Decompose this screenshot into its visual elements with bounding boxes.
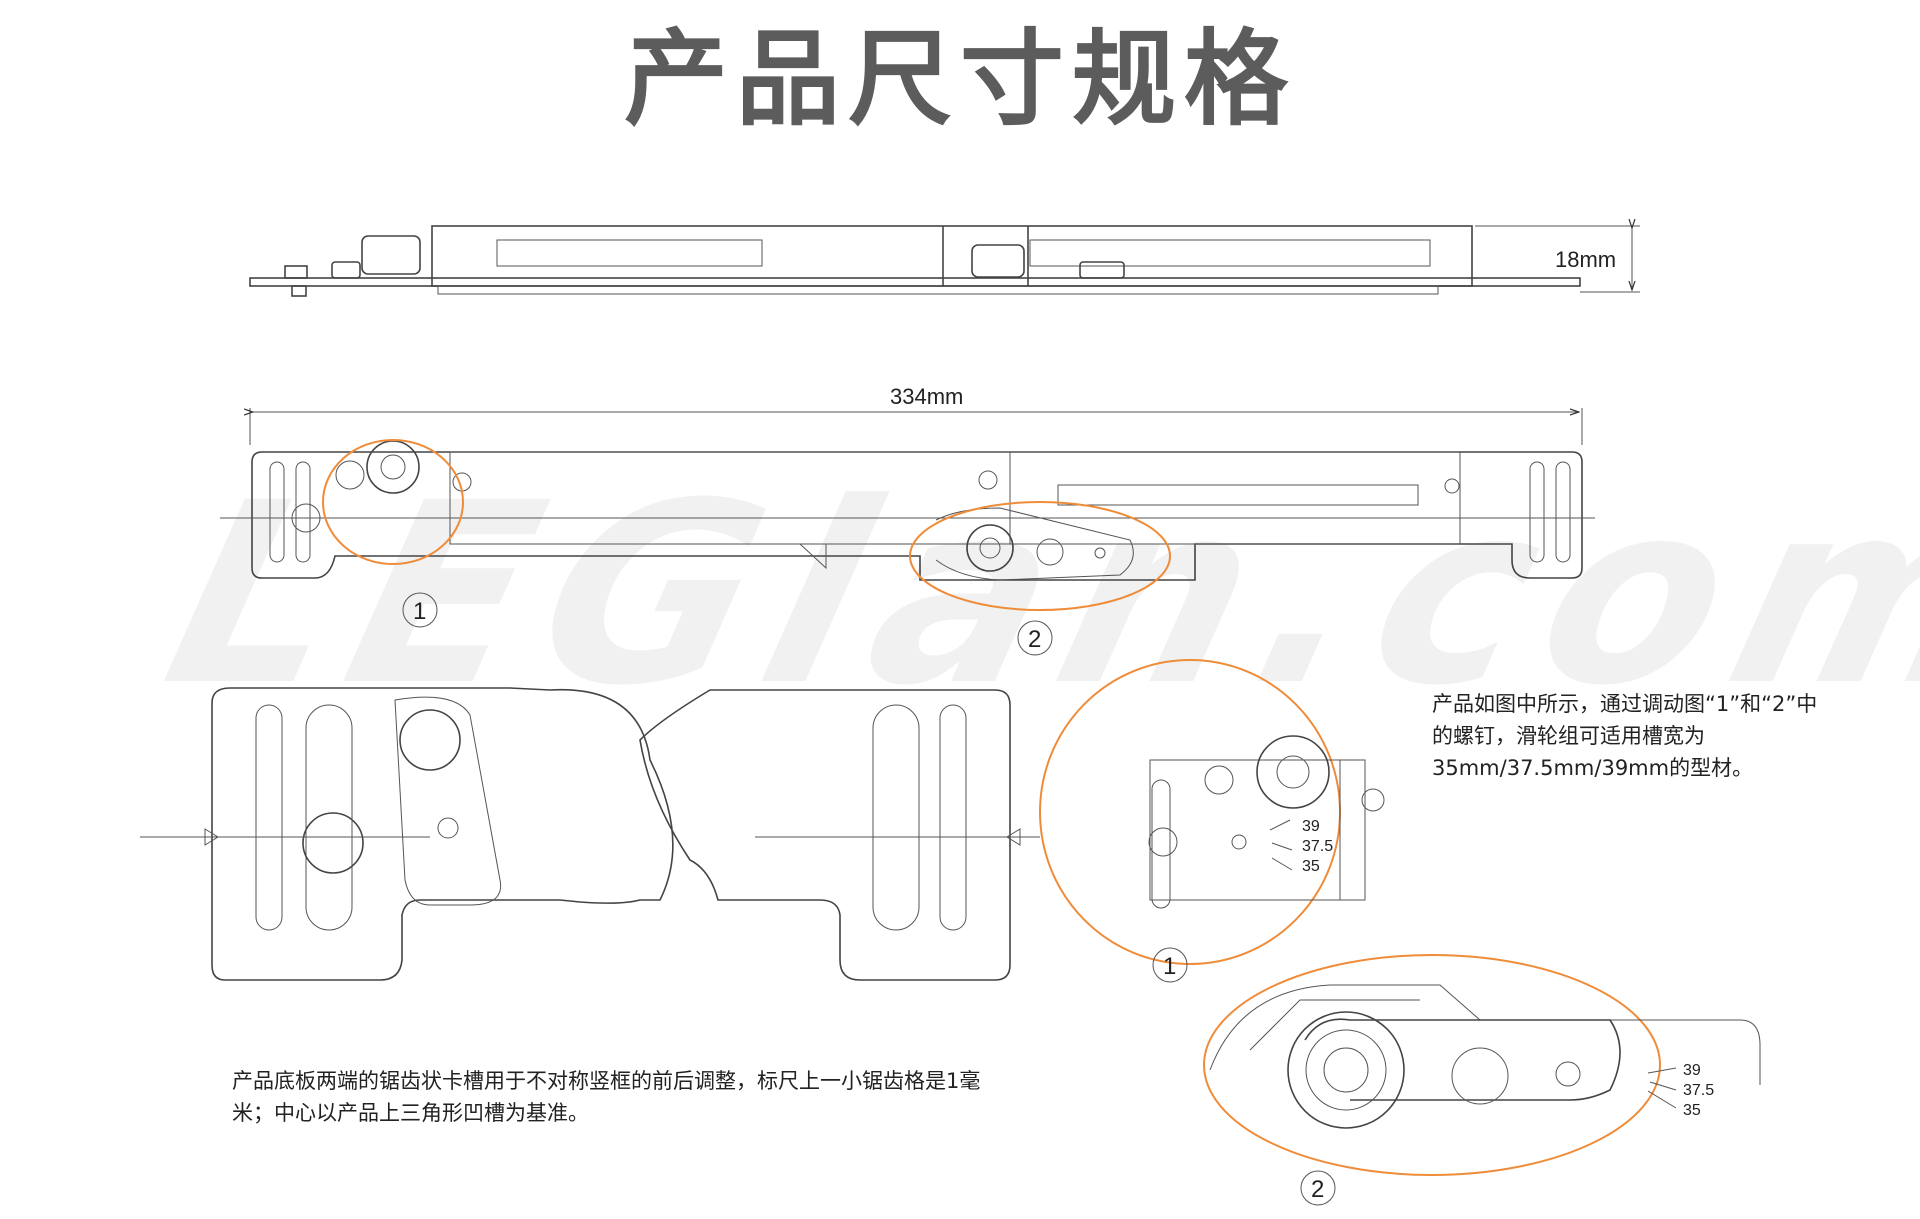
callout-1-top: 1	[413, 598, 426, 625]
zoom1-pos-35: 35	[1302, 858, 1320, 875]
zoom2-pos-35: 35	[1683, 1102, 1701, 1119]
sawtooth-slot-note: 产品底板两端的锯齿状卡槽用于不对称竖框的前后调整，标尺上一小锯齿格是1毫米；中心…	[232, 1069, 981, 1125]
callout-2-top: 2	[1028, 626, 1041, 653]
highlight-2	[909, 501, 1171, 611]
highlight-1	[322, 439, 464, 565]
callout-2-zoom: 2	[1311, 1176, 1324, 1203]
zoom2-pos-37-5: 37.5	[1683, 1082, 1714, 1099]
enlarged-detail	[140, 687, 1040, 981]
zoom-detail-2: 39 37.5 35 2	[1203, 954, 1761, 1206]
callout-1-zoom: 1	[1163, 953, 1176, 980]
adjustment-note: 产品如图中所示，通过调动图“1”和“2”中的螺钉，滑轮组可适用槽宽为35mm/3…	[1432, 692, 1818, 780]
zoom1-pos-39: 39	[1302, 818, 1320, 835]
page-title: 产品尺寸规格	[623, 18, 1296, 140]
top-view: 334mm 1 2	[220, 384, 1595, 656]
zoom-detail-1: 39 37.5 35 1	[1039, 659, 1385, 983]
dim-height: 18mm	[1555, 247, 1616, 272]
zoom2-pos-39: 39	[1683, 1062, 1701, 1079]
zoom1-pos-37-5: 37.5	[1302, 838, 1333, 855]
side-view: 18mm	[249, 226, 1640, 297]
dim-length: 334mm	[890, 384, 963, 409]
